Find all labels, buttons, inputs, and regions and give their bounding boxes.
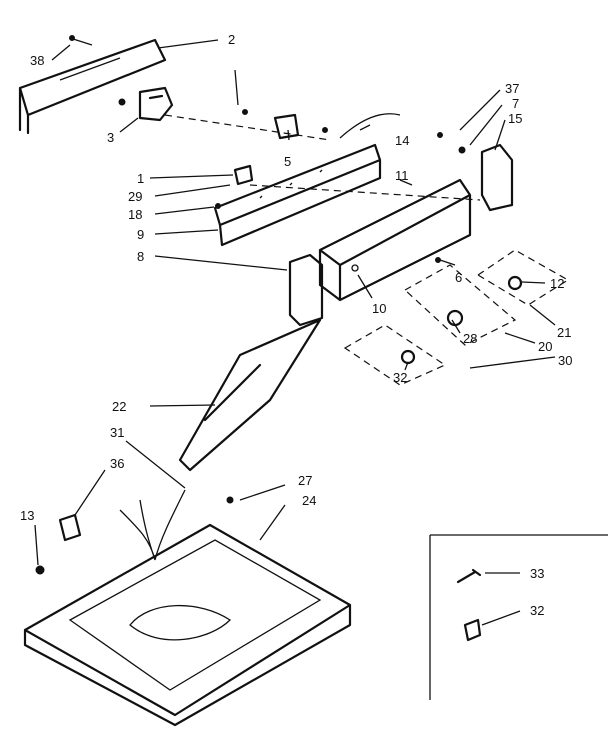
callout-32-button: 32 [530,603,544,618]
group-30-outline [343,324,447,386]
callout-27: 27 [298,473,312,488]
callout-8: 8 [137,249,144,264]
callout-1: 1 [137,171,144,186]
part-10-knob-hole [351,264,359,272]
part-22-panel [178,318,322,472]
callout-11: 11 [395,168,409,183]
callout-30: 30 [558,353,572,368]
group-21-outline [476,249,570,306]
part-2-panel [18,38,167,135]
part-32-knob [400,349,416,365]
inset-frame [429,534,608,700]
part-27-fastener [226,496,234,504]
part-24-top [23,523,352,727]
callout-38: 38 [30,53,44,68]
callout-36: 36 [110,456,124,471]
callout-15: 15 [508,111,522,126]
callout-33: 33 [530,566,544,581]
part-3-screw [118,98,126,106]
callout-3: 3 [107,130,114,145]
guide-line-1 [164,114,331,141]
part-1-clip [233,164,254,186]
callout-21: 21 [557,325,571,340]
callout-2: 2 [228,32,235,47]
callout-31: 31 [110,425,124,440]
part-12-knob [507,275,523,291]
callout-37: 37 [505,81,519,96]
part-14-screw [322,127,328,133]
part-28-knob [446,309,464,327]
callout-13: 13 [20,508,34,523]
part-3-bracket [138,86,174,122]
callout-5: 5 [284,154,291,169]
part-33-screw [456,568,482,584]
guide-line-2 [249,184,481,201]
part-36-connector [58,513,82,542]
callout-12: 12 [550,276,564,291]
part-18-screw [215,203,221,209]
part-8-endcap [288,253,324,327]
part-7-screw [458,146,466,154]
callout-20: 20 [538,339,552,354]
part-2-panel-slot [59,57,121,81]
callout-18: 18 [128,207,142,222]
part-24-recess [68,539,322,691]
part-37-screw [437,132,443,138]
part-13-screw [35,565,45,575]
callout-24: 24 [302,493,316,508]
callout-14: 14 [395,133,409,148]
part-32-button [463,618,482,642]
callout-22: 22 [112,399,126,414]
part-9-rail [213,143,382,247]
part-15-endcap [480,143,514,212]
part-11-console [318,178,472,302]
part-38-screw-head [69,35,75,41]
part-31-harness [119,489,186,561]
part-5-switch [273,113,300,140]
callout-32-knob: 32 [393,370,407,385]
part-24-harness [129,604,232,641]
callout-6: 6 [455,270,462,285]
callout-28: 28 [463,331,477,346]
part-9-rail-holes [259,169,323,199]
callout-9: 9 [137,227,144,242]
part-14-wire [339,113,401,139]
callout-29: 29 [128,189,142,204]
part-5-screw [242,109,248,115]
group-20-outline [403,264,517,346]
callout-10: 10 [372,301,386,316]
callout-7: 7 [512,96,519,111]
leader-lines [34,39,556,626]
part-6-screw [435,257,441,263]
